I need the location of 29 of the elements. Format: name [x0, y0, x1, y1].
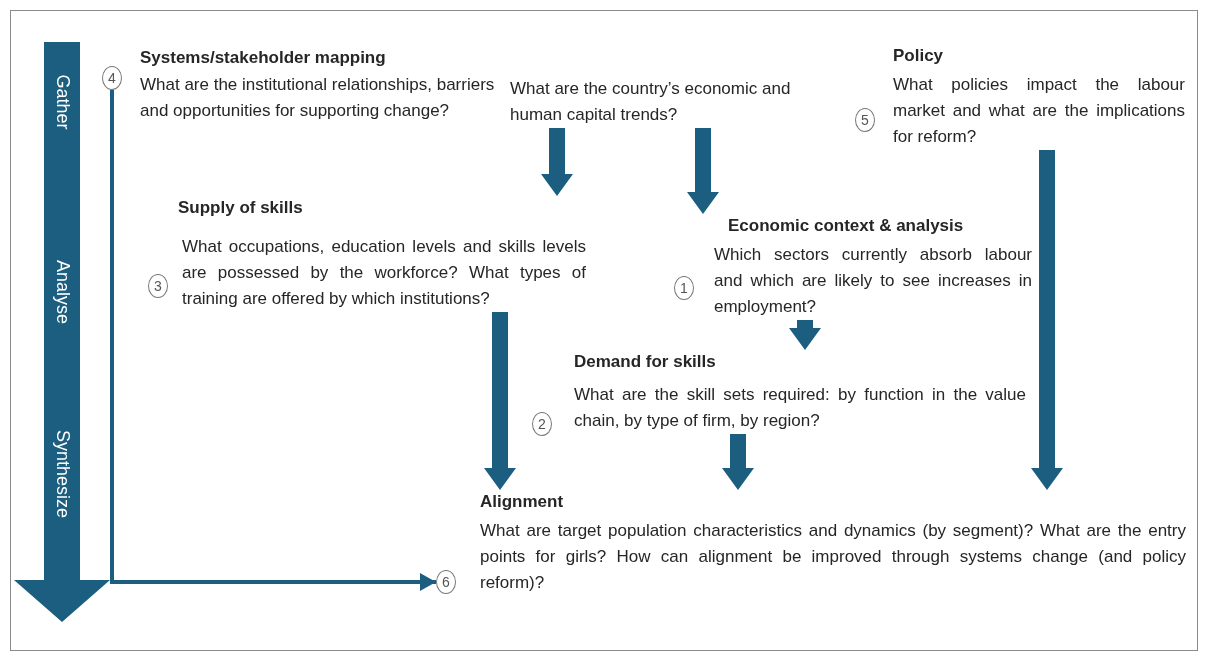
question-text: What policies impact the labour market and what are the implications for reform?: [893, 74, 1185, 148]
question-text: What are the skill sets required: by function in the value chain, by type of firm, by region?: [574, 384, 1026, 432]
step-number: 2: [532, 412, 552, 436]
step-number: 6: [436, 570, 456, 594]
stage-label: Gather: [51, 74, 73, 130]
section-heading: Demand for skills: [574, 351, 717, 373]
question-text: What are target population characteristics and dynamics (by segment)? What are the entry points for girls? How can alignment be improved through systems change (and policy reform)?: [480, 520, 1186, 594]
step-number: 4: [102, 66, 122, 90]
section-heading: Systems/stakeholder mapping: [140, 47, 387, 69]
question-text: What are the country’s economic and human capital trends?: [510, 78, 792, 126]
question-text: What are the institutional relationships, barriers and opportunities for supporting change?: [140, 74, 496, 122]
stage-label: Synthesize: [51, 429, 73, 519]
step-number: 3: [148, 274, 168, 298]
block-arrow: [1031, 150, 1063, 490]
block-arrow: [687, 128, 719, 214]
section-heading: Economic context & analysis: [728, 215, 965, 237]
section-heading: Policy: [893, 45, 945, 67]
block-arrow: [722, 434, 754, 490]
block-arrow: [484, 312, 516, 490]
step-number: 5: [855, 108, 875, 132]
step-number: 1: [674, 276, 694, 300]
section-heading: Supply of skills: [178, 197, 304, 219]
section-heading: Alignment: [480, 491, 565, 513]
question-text: Which sectors currently absorb labour and which are likely to see increases in employment?: [714, 244, 1032, 318]
question-text: What occupations, education levels and skills levels are possessed by the workforce? What types of training are offered by which institutions?: [182, 236, 586, 310]
stage-label: Analyse: [51, 260, 73, 324]
block-arrow: [541, 128, 573, 196]
block-arrow: [789, 320, 821, 350]
connector-arrow: [110, 90, 436, 591]
